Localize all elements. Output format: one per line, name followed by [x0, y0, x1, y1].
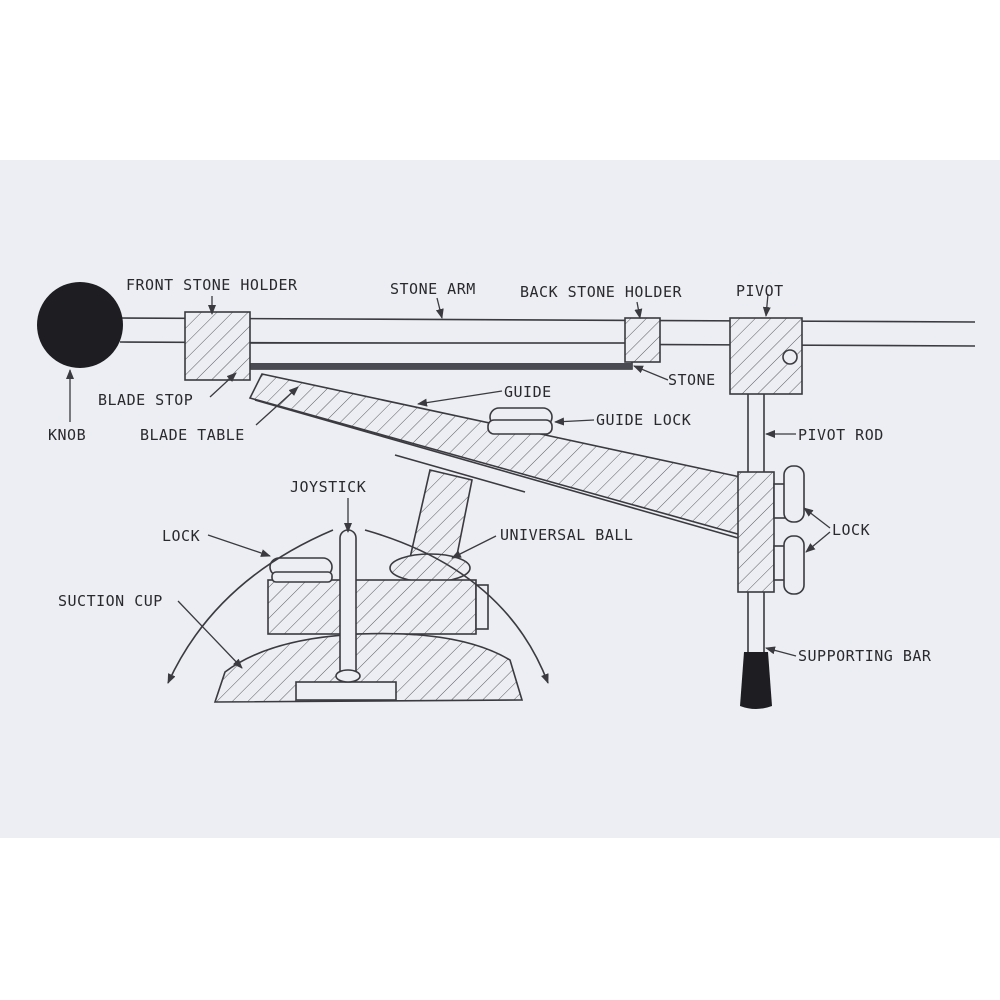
base-block-side: [475, 584, 489, 630]
arrow-lock-left: [207, 534, 271, 557]
label-front-stone-holder: FRONT STONE HOLDER: [126, 276, 298, 294]
label-universal-ball: UNIVERSAL BALL: [500, 526, 633, 544]
label-supporting-bar: SUPPORTING BAR: [798, 647, 932, 665]
arrow-back-stone-holder: [634, 301, 643, 319]
arrow-stone: [633, 365, 669, 381]
knob: [37, 282, 123, 368]
arrow-universal-ball: [451, 535, 497, 559]
label-guide: GUIDE: [504, 383, 552, 401]
label-knob: KNOB: [48, 426, 86, 444]
back-stone-holder-block: [624, 317, 661, 363]
arrow-pivot: [762, 293, 771, 317]
guide-lock-knob: [487, 407, 553, 435]
rod-lock-knobs: [773, 465, 805, 595]
arrow-lock-right-1: [803, 507, 831, 529]
supporting-bar-foot: [740, 652, 772, 709]
suction-cup-window: [295, 681, 397, 701]
label-pivot-rod: PIVOT ROD: [798, 426, 884, 444]
label-stone-arm: STONE ARM: [390, 280, 476, 298]
label-lock-right: LOCK: [832, 521, 870, 539]
arrow-stone-arm: [435, 297, 444, 319]
diagram-sheet: [0, 160, 1000, 838]
pivot-hole: [782, 349, 798, 365]
label-pivot: PIVOT: [736, 282, 784, 300]
label-blade-table: BLADE TABLE: [140, 426, 245, 444]
suction-cup: [213, 632, 524, 703]
label-blade-stop: BLADE STOP: [98, 391, 193, 409]
arrow-supporting-bar: [765, 646, 797, 657]
joystick: [335, 529, 361, 683]
rod-clamp-block: [737, 471, 775, 593]
front-stone-holder-block: [184, 311, 251, 381]
arrow-guide-lock: [554, 417, 595, 426]
label-stone: STONE: [668, 371, 716, 389]
base-block: [267, 579, 477, 635]
base-lock-knob: [269, 557, 333, 583]
rotation-arcs: [167, 529, 549, 684]
label-guide-lock: GUIDE LOCK: [596, 411, 691, 429]
label-back-stone-holder: BACK STONE HOLDER: [520, 283, 682, 301]
arrow-blade-table: [255, 386, 299, 426]
label-lock-left: LOCK: [162, 527, 200, 545]
stone: [231, 342, 633, 370]
arrow-blade-stop: [209, 372, 237, 398]
universal-ball-stem: [389, 469, 473, 583]
blade-table: [248, 373, 753, 540]
arrow-lock-right-2: [805, 531, 831, 553]
arrow-guide: [417, 390, 503, 407]
arrow-suction-cup: [177, 600, 243, 669]
label-joystick: JOYSTICK: [290, 478, 366, 496]
label-suction-cup: SUCTION CUP: [58, 592, 163, 610]
